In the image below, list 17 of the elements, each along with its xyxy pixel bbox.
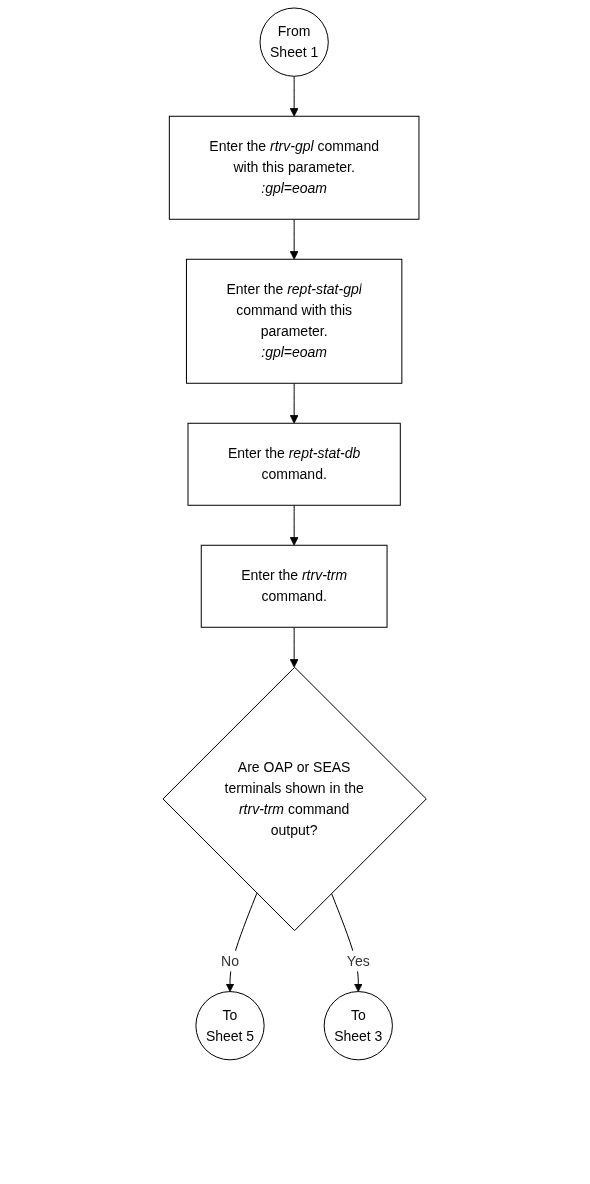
edge-label: No bbox=[221, 952, 240, 969]
arrow bbox=[290, 75, 299, 117]
node-box: Enter the rtrv-gpl command with this parameter. :gpl=eoam bbox=[169, 115, 420, 220]
node-box: Enter the rept-stat-gpl command with this parameter. :gpl=eoam bbox=[186, 258, 403, 384]
node-box: Enter the rtrv-trm command. bbox=[201, 544, 388, 628]
arrow bbox=[290, 382, 299, 424]
arrow bbox=[290, 626, 299, 668]
edge-label: Yes bbox=[347, 952, 371, 969]
arrow bbox=[225, 892, 258, 992]
node-circle: To Sheet 5 bbox=[195, 991, 265, 1061]
node-box: Enter the rept-stat-db command. bbox=[187, 422, 402, 506]
arrow bbox=[290, 218, 299, 260]
node-circle: To Sheet 3 bbox=[324, 991, 394, 1061]
node-diamond: Are OAP or SEAS terminals shown in the rtrv-trm command output? bbox=[162, 666, 428, 932]
arrow bbox=[331, 892, 363, 992]
arrow bbox=[290, 504, 299, 546]
node-circle: From Sheet 1 bbox=[259, 7, 330, 77]
